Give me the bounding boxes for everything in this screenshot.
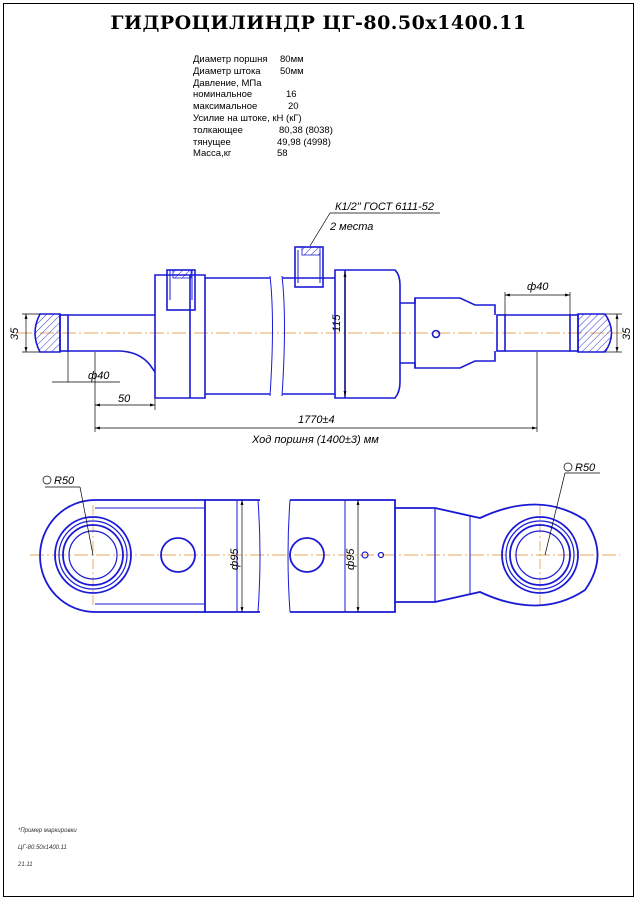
dim-stroke: Ход поршня (1400±3) мм [251,434,379,446]
spec-key: тянущее [193,136,231,148]
port-count-label: 2 места [329,221,373,233]
dim-50: 50 [118,393,131,405]
bottom-cap [154,274,206,399]
dim-d40-left: ф40 [88,370,110,382]
dim-d95-right: ф95 [345,548,357,570]
sheet-frame [3,3,634,897]
left-eye-outline [34,313,61,353]
spec-value: 49,98 (4998) [277,136,331,148]
spec-key: толкающее [193,124,243,136]
right-eye-bushing [496,314,506,352]
rod-pin-hole [431,329,441,339]
spec-key: Масса,кг [193,148,232,160]
left-eye-housing [39,499,206,613]
side-view: К1/2" ГОСТ 6111-52 2 места 35 35 ф40 50 … [9,201,633,446]
rod-gland [334,269,401,399]
dim-r50-right: R50 [575,462,596,474]
dim-r50-left: R50 [54,475,75,487]
right-eye-housing [395,503,599,607]
spec-key: Давление, МПа [193,77,262,89]
dim-115: 115 [331,314,343,332]
spec-value: 20 [288,101,299,113]
left-barrel [205,499,260,613]
left-port-circle [160,537,196,573]
port-spec-label: К1/2" ГОСТ 6111-52 [335,201,434,213]
spec-key: Диаметр поршня [193,54,268,65]
spec-value: 58 [277,148,288,160]
drawing-title: ГИДРОЦИЛИНДР ЦГ-80.50х1400.11 [110,12,527,34]
spec-key: Диаметр штока [193,65,261,77]
right-eye-outline [577,313,613,353]
dim-total-length: 1770±4 [298,414,335,426]
spec-key: максимальное [193,101,258,113]
right-barrel [290,499,396,613]
marking-example: ЦГ-80.50х1400.11 [18,845,67,851]
spec-value: 50мм [280,65,304,77]
top-view: R50 R50 ф95 ф95 [30,462,620,613]
right-eye-outer-ring [501,516,579,594]
left-eye-bushing [59,314,69,352]
dim-35-left: 35 [9,327,21,340]
marking-date: 21.11 [18,862,33,868]
right-port-circle [289,537,325,573]
marking-note: *Пример маркировки [18,828,77,834]
dim-35-right: 35 [621,327,633,340]
spec-value: 80,38 (8038) [279,124,333,136]
dim-d95-left: ф95 [229,548,241,570]
spec-value: 16 [286,89,297,101]
spec-key: номинальное [193,89,253,101]
spec-key: Усилие на штоке, кН (кГ) [193,112,302,124]
spec-value: 80мм [280,54,304,65]
left-eye-outer-ring [54,516,132,594]
dim-d40-right: ф40 [527,281,549,293]
